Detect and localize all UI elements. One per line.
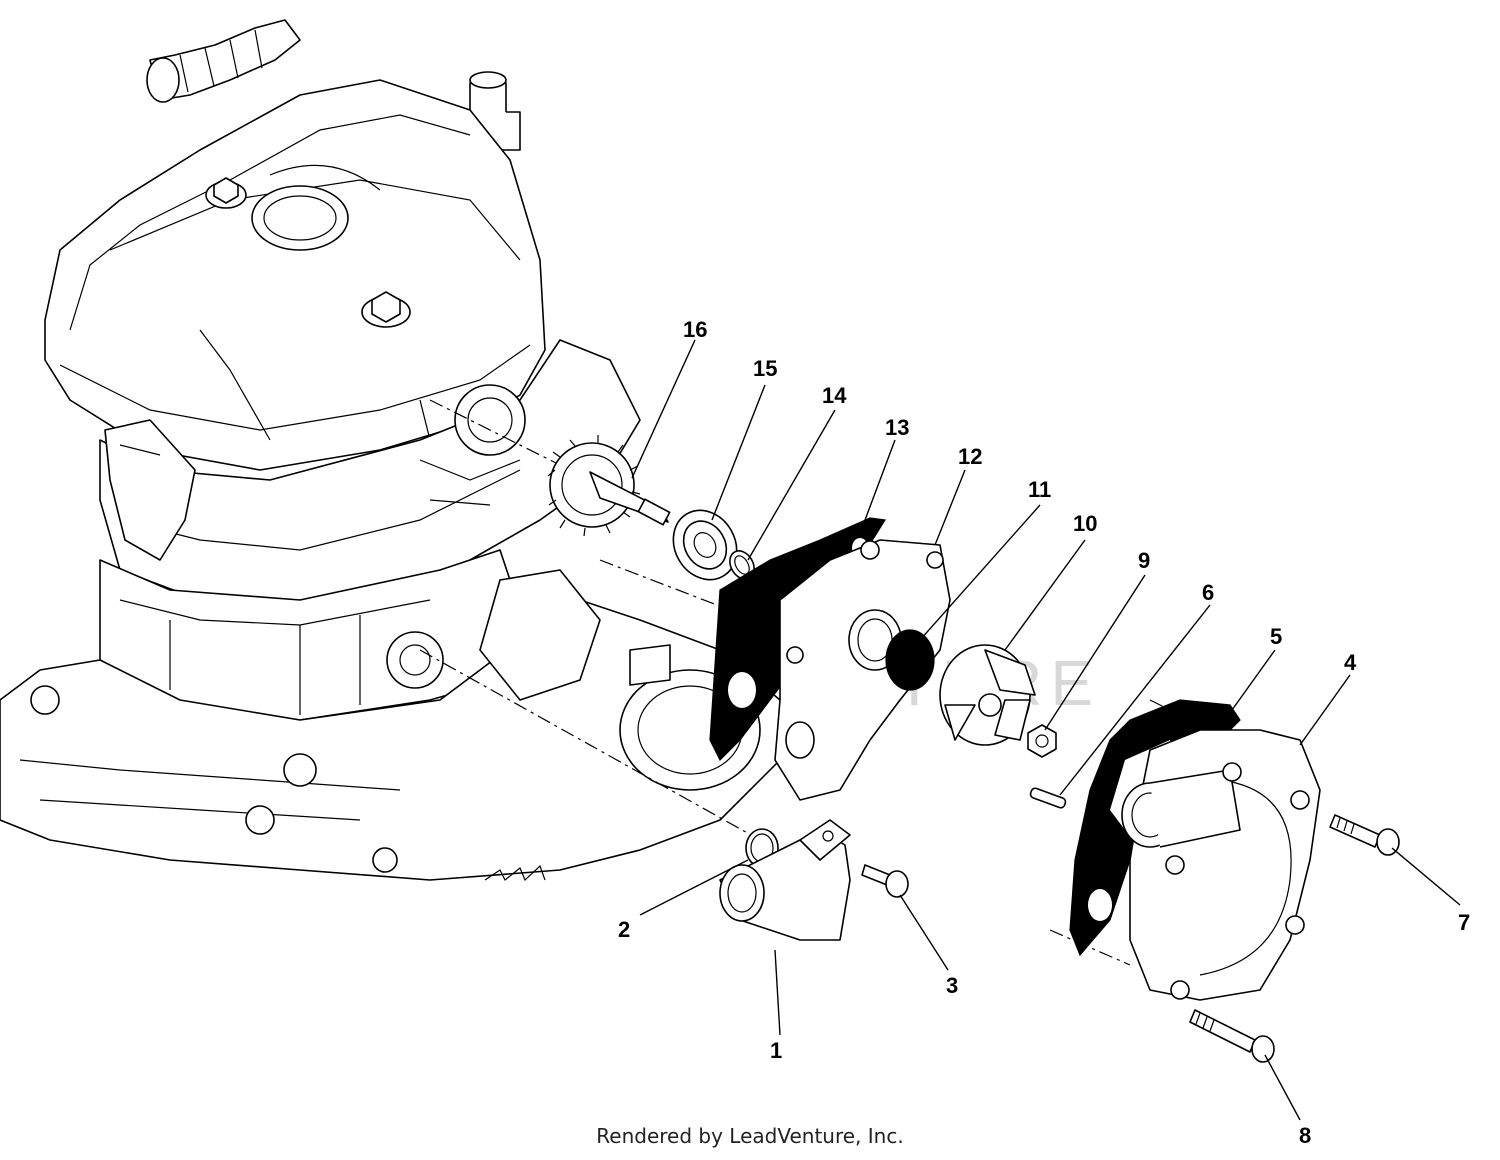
part-11-seal: [885, 629, 935, 691]
engine-assembly: [0, 19, 781, 882]
part-8-bolt: [1189, 1009, 1275, 1063]
part-7-bolt: [1329, 814, 1400, 856]
part-16-gear-shaft: [547, 435, 671, 537]
callout-15: 15: [753, 356, 777, 381]
callout-labels: 1 2 3 4 5 6 7 8 9 10 11 12 13 14 15 16: [618, 317, 1470, 1148]
part-9-nut: [1027, 724, 1057, 758]
cylinder-block: [99, 549, 521, 721]
callout-11: 11: [1028, 477, 1051, 502]
cover-bolt: [361, 291, 411, 328]
axis-line-gasket: [599, 559, 731, 611]
part-1-water-pipe: [719, 819, 851, 941]
callout-4: 4: [1344, 650, 1357, 675]
callout-12: 12: [958, 444, 982, 469]
part-12-pump-plate: [774, 539, 951, 801]
callout-10: 10: [1073, 511, 1097, 536]
callout-7: 7: [1458, 910, 1470, 935]
part-3-screw: [861, 864, 909, 898]
callout-3: 3: [946, 973, 958, 998]
callout-2: 2: [618, 917, 630, 942]
rendered-by-credit: Rendered by LeadVenture, Inc.: [596, 1124, 904, 1148]
callout-8: 8: [1299, 1123, 1311, 1148]
callout-16: 16: [683, 317, 707, 342]
callout-5: 5: [1270, 624, 1282, 649]
callout-9: 9: [1138, 548, 1150, 573]
callout-13: 13: [885, 415, 909, 440]
callout-14: 14: [822, 383, 847, 408]
part-15-bearing: [672, 509, 738, 581]
valve-cover: [44, 79, 546, 471]
leader-lines: [631, 339, 1461, 1121]
callout-6: 6: [1202, 580, 1214, 605]
part-4-pump-cover: [1121, 729, 1321, 1001]
callout-1: 1: [770, 1038, 782, 1063]
cover-bolt: [205, 177, 247, 209]
part-10-impeller: [939, 644, 1036, 746]
part-6-dowel-pin: [1029, 787, 1067, 809]
axis-line-pipe: [419, 649, 761, 841]
breather-hose: [146, 19, 301, 103]
part-14-circlip: [729, 550, 755, 580]
